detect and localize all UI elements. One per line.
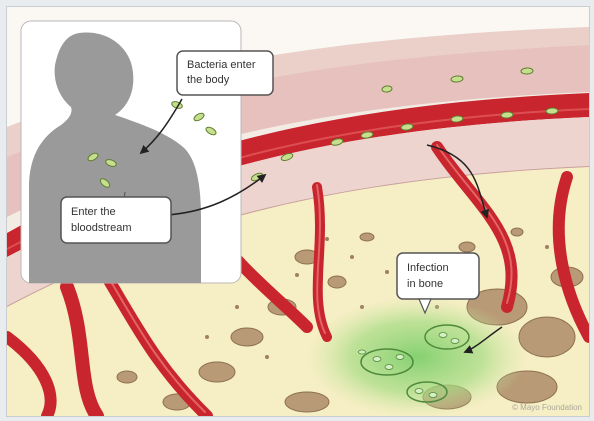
illustration-frame: Bacteria enter the body Enter the bloods…: [6, 6, 590, 417]
callout-bloodstream-line1: Enter the: [71, 206, 116, 218]
credit-text: © Mayo Foundation: [512, 403, 582, 412]
callout-bacteria-enter: Bacteria enter the body: [177, 51, 273, 95]
callout-bacteria-enter-line1: Bacteria enter: [187, 59, 256, 71]
callout-bacteria-enter-line2: the body: [187, 74, 230, 86]
callout-infection-line1: Infection: [407, 262, 449, 274]
callout-infection-line2: in bone: [407, 278, 443, 290]
infection-area: [307, 297, 527, 416]
callout-bloodstream: Enter the bloodstream: [61, 197, 171, 243]
callout-bloodstream-line2: bloodstream: [71, 222, 132, 234]
osteomyelitis-diagram: Bacteria enter the body Enter the bloods…: [7, 7, 589, 416]
